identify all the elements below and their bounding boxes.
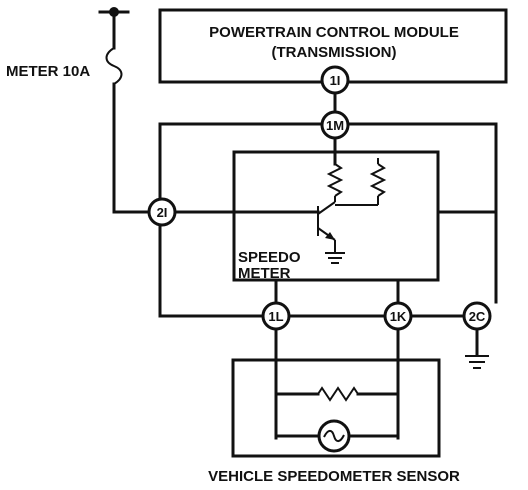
fuse-label: METER 10A: [6, 63, 90, 80]
svg-text:1L: 1L: [268, 309, 283, 324]
connector-1m: 1M: [320, 110, 350, 140]
speedometer-label-1: SPEEDO: [238, 249, 301, 266]
svg-text:1M: 1M: [326, 118, 344, 133]
connector-1i: 1I: [320, 65, 350, 95]
meter-frame: [158, 122, 498, 318]
resistor-2-icon: [369, 163, 387, 197]
ground-icon-internal: [325, 252, 345, 264]
fuse-meter-10a: [98, 7, 150, 214]
ground-icon-2c: [465, 355, 489, 369]
svg-text:1I: 1I: [330, 73, 341, 88]
connector-1k: 1K: [383, 301, 413, 331]
speedometer-label-2: METER: [238, 265, 291, 282]
sensor-resistor-icon: [317, 386, 359, 402]
pcm-subtitle: (TRANSMISSION): [272, 44, 397, 61]
svg-text:2I: 2I: [157, 205, 168, 220]
connector-2i: 2I: [147, 197, 177, 227]
sensor-label: VEHICLE SPEEDOMETER SENSOR: [208, 468, 460, 485]
resistor-1-icon: [326, 163, 344, 197]
connector-2c: 2C: [462, 301, 492, 331]
svg-text:1K: 1K: [390, 309, 407, 324]
svg-text:2C: 2C: [469, 309, 486, 324]
pcm-title: POWERTRAIN CONTROL MODULE: [209, 24, 459, 41]
connector-1l: 1L: [261, 301, 291, 331]
